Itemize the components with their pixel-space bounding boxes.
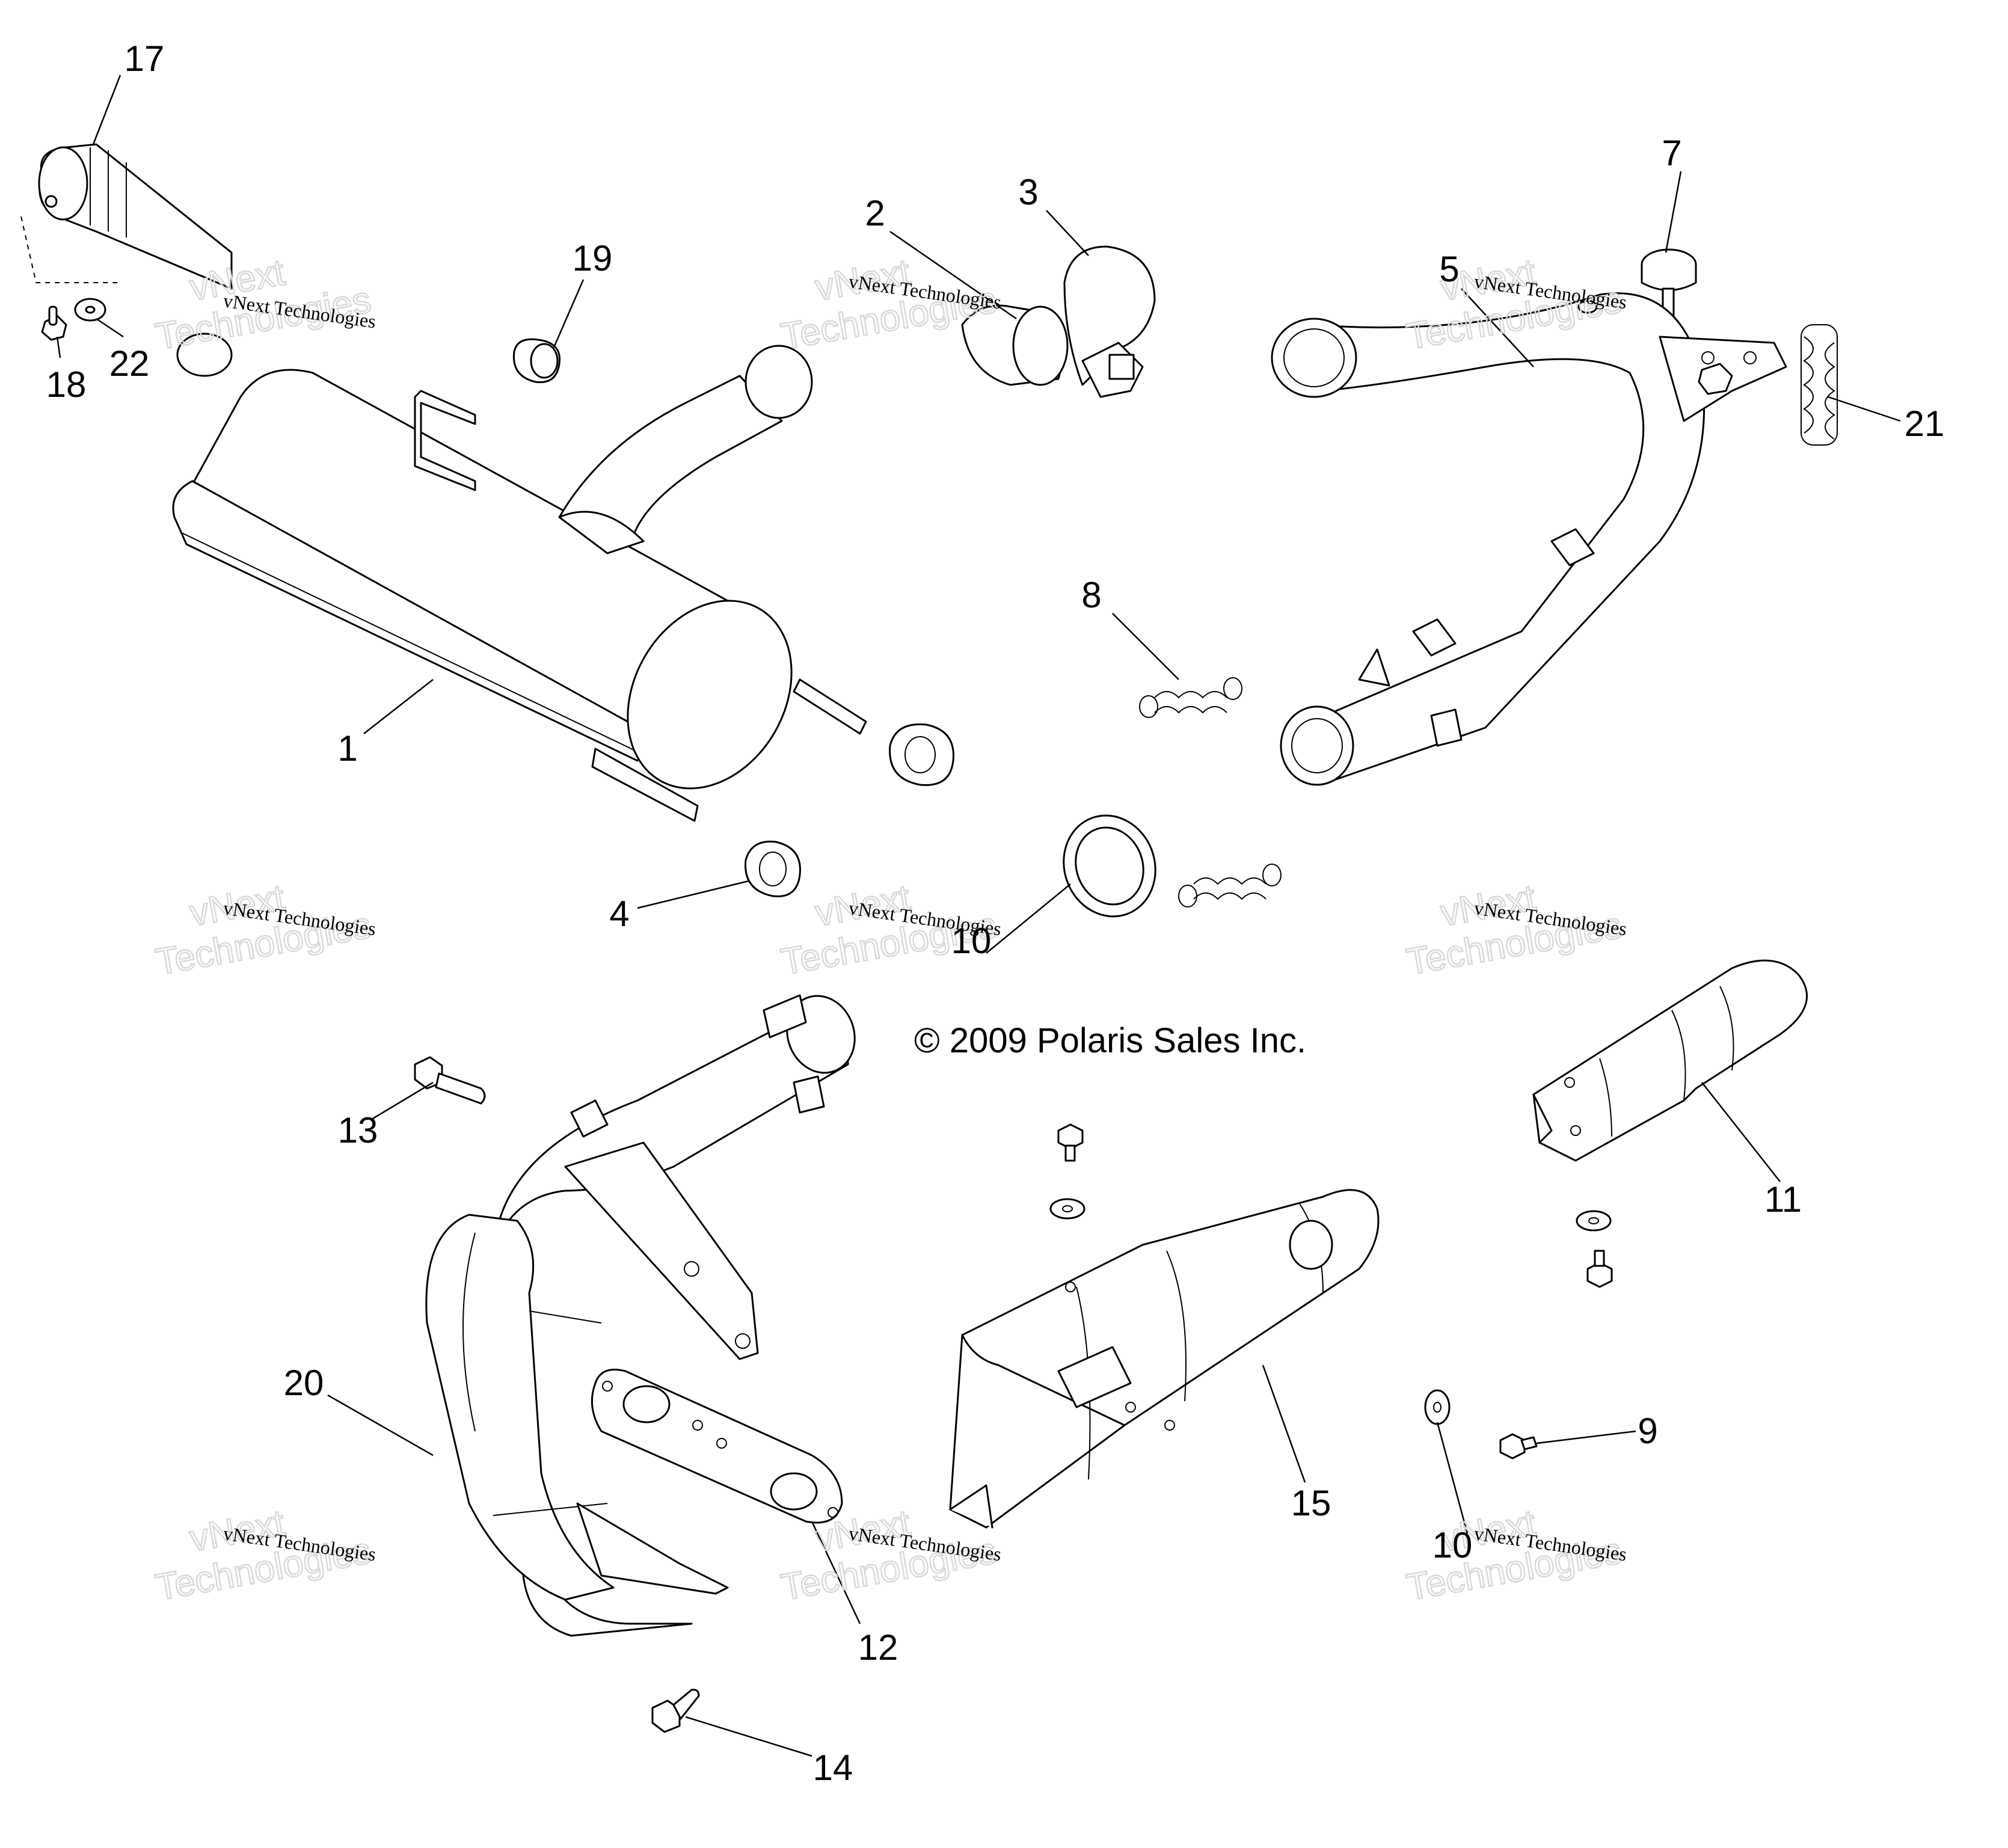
- callout-12: 12: [858, 1627, 898, 1668]
- leader-lines: [56, 75, 1901, 1757]
- part-20-header-pipe: [425, 994, 856, 1637]
- callout-1: 1: [337, 728, 357, 769]
- part-5-head-pipe: [1271, 292, 1787, 786]
- callout-8: 8: [1081, 575, 1101, 615]
- part-17-spark-arrestor: [20, 143, 233, 290]
- callout-2: 2: [865, 193, 885, 233]
- callout-18: 18: [46, 364, 87, 405]
- callout-15: 15: [1291, 1483, 1331, 1523]
- part-10-washer: [1424, 1389, 1451, 1425]
- callout-22: 22: [109, 343, 150, 384]
- callout-7: 7: [1662, 133, 1681, 173]
- part-18-screw: [41, 305, 67, 341]
- callout-17: 17: [124, 38, 165, 79]
- part-1-muffler: [172, 333, 867, 822]
- callout-5: 5: [1439, 249, 1459, 289]
- shield-hardware: [1049, 1123, 1613, 1288]
- callout-10-upper: 10: [951, 921, 992, 961]
- part-9-screw: [1499, 1433, 1538, 1460]
- callout-14: 14: [813, 1748, 853, 1788]
- callout-9: 9: [1638, 1411, 1657, 1451]
- callout-4: 4: [609, 894, 629, 934]
- part-19-grommet: [512, 338, 561, 384]
- part-4-grommets: [745, 723, 954, 898]
- part-3-clamp: [1063, 245, 1156, 398]
- callout-11: 11: [1764, 1179, 1802, 1220]
- part-11-heat-shield: [1532, 959, 1808, 1162]
- copyright-notice: © 2009 Polaris Sales Inc.: [914, 1021, 1306, 1060]
- callout-21: 21: [1905, 404, 1945, 444]
- part-15-heat-shield: [949, 1189, 1380, 1529]
- callout-labels: 17 18 22 19 1 4 2 3 7 5 21 8 10 13 11 20…: [46, 38, 1945, 1788]
- part-13-bolt: [414, 1056, 486, 1105]
- callout-3: 3: [1018, 172, 1038, 212]
- callout-13: 13: [338, 1110, 378, 1150]
- callout-19: 19: [573, 238, 613, 278]
- part-22-washer: [74, 298, 106, 322]
- part-16-seal-ring: [1063, 814, 1156, 918]
- part-8-springs: [1139, 677, 1282, 907]
- part-21-spring: [1801, 324, 1838, 446]
- callout-10-lower: 10: [1432, 1525, 1473, 1565]
- part-2-sleeve: [961, 304, 1069, 386]
- part-12-gasket: [591, 1369, 843, 1524]
- part-14-bolt: [651, 1689, 700, 1733]
- callout-20: 20: [284, 1363, 324, 1403]
